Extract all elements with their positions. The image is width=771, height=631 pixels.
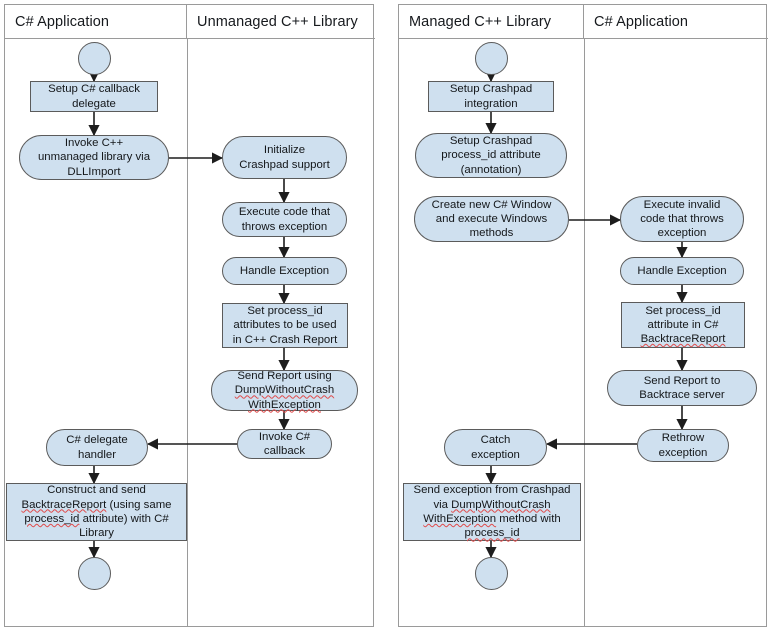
node-start-right[interactable] (475, 42, 508, 75)
node-execute-code-throws-exception[interactable]: Execute code that throws exception (222, 202, 347, 237)
node-label: Set process_id attributes to be used in … (232, 305, 338, 346)
node-invoke-csharp-callback[interactable]: Invoke C# callback (237, 429, 332, 459)
node-setup-crashpad-integration[interactable]: Setup Crashpad integration (428, 81, 554, 112)
node-handle-exception-right[interactable]: Handle Exception (620, 257, 744, 285)
node-set-process-id-attributes-cpp[interactable]: Set process_id attributes to be used in … (222, 303, 348, 348)
node-label: Setup Crashpad process_id attribute (ann… (441, 135, 541, 176)
node-end-left[interactable] (78, 557, 111, 590)
node-send-report-to-backtrace-server[interactable]: Send Report to Backtrace server (607, 370, 757, 406)
lane-label: C# Application (594, 13, 689, 30)
node-label: Setup C# callback delegate (48, 83, 140, 110)
lane-header-managed-cpp-library: Managed C++ Library (399, 5, 584, 39)
node-label: Send Report to Backtrace server (639, 374, 725, 401)
node-label: Invoke C++ unmanaged library via DLLImpo… (37, 137, 151, 178)
node-start-left[interactable] (78, 42, 111, 75)
node-label: Setup Crashpad integration (449, 83, 533, 110)
node-label: Handle Exception (637, 264, 727, 277)
node-label: Execute code that throws exception (238, 206, 331, 233)
node-setup-crashpad-process-id-attribute[interactable]: Setup Crashpad process_id attribute (ann… (415, 133, 567, 178)
node-catch-exception[interactable]: Catch exception (444, 429, 547, 466)
lane-header-unmanaged-cpp-library: Unmanaged C++ Library (187, 5, 375, 39)
node-create-new-csharp-window[interactable]: Create new C# Window and execute Windows… (414, 196, 569, 242)
lane-label: Managed C++ Library (409, 13, 552, 30)
node-label: Invoke C# callback (258, 430, 311, 457)
node-label: Initialize Crashpad support (239, 144, 330, 171)
node-invoke-cpp-unmanaged-library[interactable]: Invoke C++ unmanaged library via DLLImpo… (19, 135, 169, 180)
node-label: Create new C# Window and execute Windows… (431, 198, 552, 240)
node-label: C# delegate handler (66, 434, 128, 461)
lane-divider-right-panel (584, 39, 585, 626)
node-end-right[interactable] (475, 557, 508, 590)
node-handle-exception-left[interactable]: Handle Exception (222, 257, 347, 285)
lane-label: Unmanaged C++ Library (197, 13, 358, 30)
lane-divider-left-panel (187, 39, 188, 626)
node-rethrow-exception[interactable]: Rethrow exception (637, 429, 729, 462)
node-label: Catch exception (471, 434, 520, 461)
node-execute-invalid-code[interactable]: Execute invalid code that throws excepti… (620, 196, 744, 242)
lane-label: C# Application (15, 13, 110, 30)
node-setup-csharp-callback-delegate[interactable]: Setup C# callback delegate (30, 81, 158, 112)
lane-header-csharp-application-right: C# Application (584, 5, 768, 39)
lane-header-csharp-application-left: C# Application (5, 5, 187, 39)
node-csharp-delegate-handler[interactable]: C# delegate handler (46, 429, 148, 466)
node-initialize-crashpad-support[interactable]: Initialize Crashpad support (222, 136, 347, 179)
node-label: Rethrow exception (658, 432, 708, 459)
node-label: Execute invalid code that throws excepti… (640, 198, 724, 240)
node-label: Handle Exception (239, 264, 330, 277)
